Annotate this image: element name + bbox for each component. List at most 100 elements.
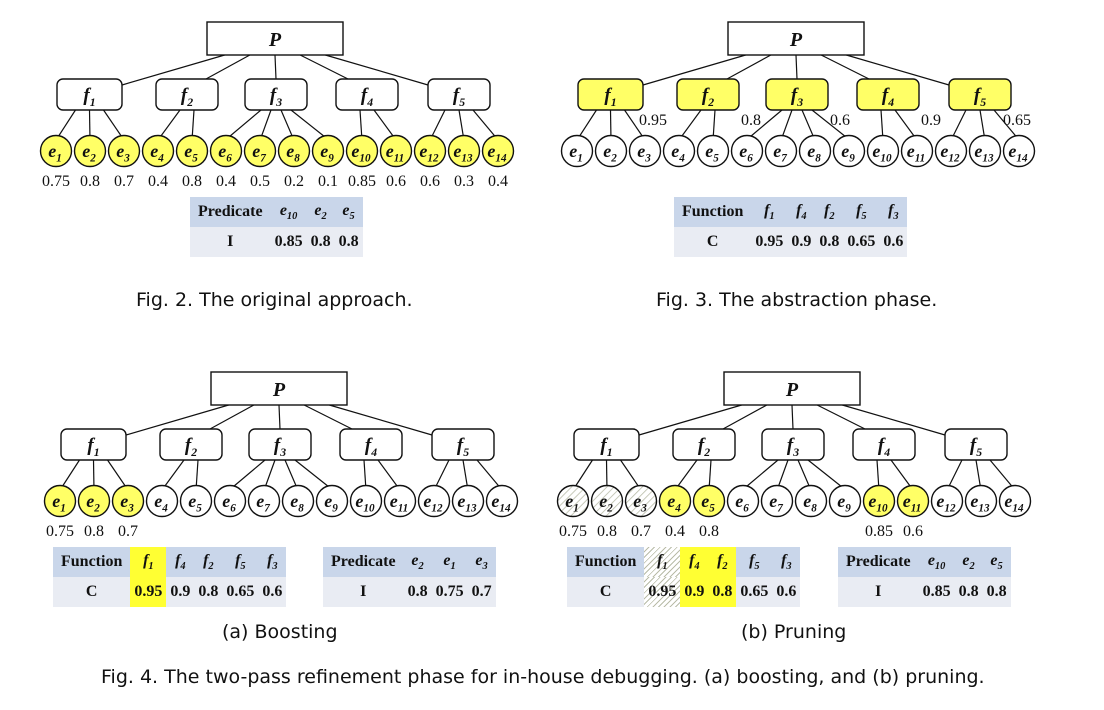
table-cell-f1: 0.95 <box>751 227 788 257</box>
element-label-e9: e9 <box>320 141 334 165</box>
edge-f4-e11 <box>890 459 911 487</box>
edge-f3-e9 <box>811 109 846 137</box>
element-node-e12 <box>934 134 968 168</box>
element-value-e2: 0.8 <box>597 523 617 540</box>
element-label-e7: e7 <box>769 491 783 515</box>
fig3-caption: Fig. 3. The abstraction phase. <box>656 289 938 311</box>
element-node-e10 <box>349 484 383 518</box>
function-node-f1 <box>60 428 127 461</box>
element-label-e4: e4 <box>154 491 168 515</box>
edge-root-f2 <box>726 54 772 80</box>
root-label: P <box>789 29 803 51</box>
element-value-e6: 0.4 <box>216 173 236 190</box>
element-node-e6 <box>730 134 764 168</box>
element-label-e13: e13 <box>457 491 477 515</box>
edge-f4-e11 <box>894 109 915 137</box>
element-value-e3: 0.7 <box>631 523 651 540</box>
element-value-e5: 0.8 <box>699 523 719 540</box>
table-cell-e5: 0.8 <box>982 577 1011 607</box>
edge-root-f3 <box>274 54 277 80</box>
edge-f4-e10 <box>359 109 363 137</box>
element-node-e8 <box>277 134 311 168</box>
element-label-e3: e3 <box>633 491 647 515</box>
table-col-f3: f3 <box>258 547 287 577</box>
element-node-e1 <box>43 484 77 518</box>
edge-f5-e14 <box>472 109 496 137</box>
element-label-e9: e9 <box>324 491 338 515</box>
edge-f5-e13 <box>975 459 981 487</box>
function-label-f4: f4 <box>882 85 894 109</box>
edge-root-f5 <box>846 54 950 86</box>
fig4a-caption: (a) Boosting <box>222 621 338 643</box>
element-node-e13 <box>451 484 485 518</box>
element-node-e13 <box>447 134 481 168</box>
function-label-f2: f2 <box>185 435 197 459</box>
function-score-f4: 0.9 <box>921 112 941 129</box>
table-col-e1: e1 <box>431 547 468 577</box>
function-node-f4 <box>339 428 403 461</box>
element-label-e1: e1 <box>52 491 66 515</box>
table-col-f1: f1 <box>644 547 681 577</box>
element-node-e13 <box>964 484 998 518</box>
element-node-e11 <box>896 484 930 518</box>
function-node-f2 <box>672 428 736 461</box>
table-row-label: C <box>567 577 645 607</box>
element-label-e6: e6 <box>218 141 232 165</box>
element-value-e14: 0.4 <box>488 173 508 190</box>
element-label-e14: e14 <box>1004 491 1024 515</box>
table-col-e5: e5 <box>982 547 1011 577</box>
function-node-f2 <box>155 78 219 111</box>
edge-f3-e6 <box>233 459 266 487</box>
edge-root-f4 <box>816 404 866 430</box>
root-node <box>723 371 861 406</box>
element-node-e7 <box>247 484 281 518</box>
edge-f1-e1 <box>57 109 77 137</box>
function-node-f2 <box>159 428 223 461</box>
table-cell-e2: 0.8 <box>403 577 432 607</box>
element-label-e7: e7 <box>773 141 787 165</box>
element-node-e1 <box>39 134 73 168</box>
element-value-e11: 0.6 <box>903 523 923 540</box>
edge-root-f1 <box>125 404 229 436</box>
element-node-e9 <box>315 484 349 518</box>
element-value-e1: 0.75 <box>559 523 587 540</box>
element-label-e12: e12 <box>423 491 443 515</box>
element-value-e10: 0.85 <box>348 173 376 190</box>
element-node-e9 <box>832 134 866 168</box>
edge-f4-e11 <box>373 109 394 137</box>
table-col-f2: f2 <box>194 547 223 577</box>
table-cell-f5: 0.65 <box>222 577 259 607</box>
element-node-e6 <box>213 484 247 518</box>
edge-root-f3 <box>791 404 794 430</box>
edge-f3-e7 <box>781 109 793 137</box>
function-label-f3: f3 <box>791 85 803 109</box>
element-node-e3 <box>111 484 145 518</box>
table-col-f5: f5 <box>222 547 259 577</box>
edge-f4-e11 <box>377 459 398 487</box>
function-node-f4 <box>852 428 916 461</box>
element-label-e14: e14 <box>487 141 507 165</box>
edge-f4-e10 <box>363 459 367 487</box>
element-label-e5: e5 <box>701 491 715 515</box>
element-node-e3 <box>628 134 662 168</box>
element-value-e13: 0.3 <box>454 173 474 190</box>
element-node-e5 <box>175 134 209 168</box>
element-label-e4: e4 <box>150 141 164 165</box>
table-cell-f3: 0.6 <box>879 227 908 257</box>
element-node-e11 <box>383 484 417 518</box>
table-col-f3: f3 <box>772 547 801 577</box>
element-node-e12 <box>417 484 451 518</box>
element-value-e2: 0.8 <box>80 173 100 190</box>
edge-f2-e5 <box>191 109 195 137</box>
element-node-e13 <box>968 134 1002 168</box>
element-node-e3 <box>107 134 141 168</box>
function-label-f2: f2 <box>181 85 193 109</box>
element-node-e14 <box>1002 134 1036 168</box>
element-label-e11: e11 <box>903 491 922 515</box>
table-cell-e10: 0.85 <box>918 577 955 607</box>
element-label-e13: e13 <box>453 141 473 165</box>
table-cell-f5: 0.65 <box>736 577 773 607</box>
element-label-e10: e10 <box>351 141 371 165</box>
table-col-e10: e10 <box>918 547 955 577</box>
